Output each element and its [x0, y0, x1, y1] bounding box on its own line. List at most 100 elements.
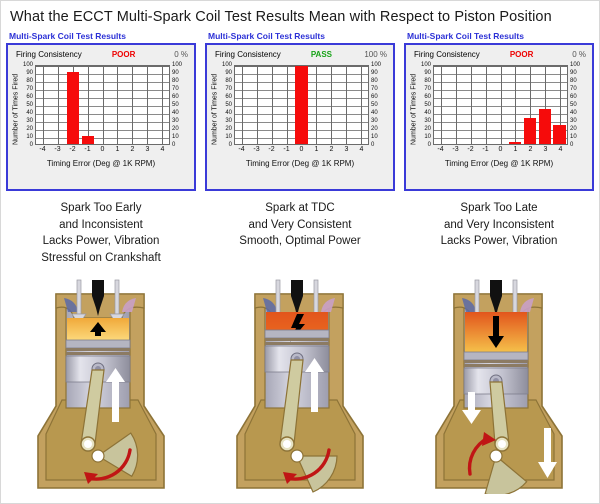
status-percent-3: 0 % [572, 50, 586, 59]
rotation-arrow-head-icon [84, 472, 98, 484]
bar-3 [538, 108, 552, 144]
y-tick-label: 40 [225, 110, 232, 116]
caption-line: Lacks Power, Vibration [42, 235, 160, 247]
y-tick-label: 30 [371, 118, 378, 124]
y-tick-label: 70 [371, 86, 378, 92]
chart-2-x-axis-label: Timing Error (Deg @ 1K RPM) [245, 159, 355, 168]
y-tick-label: 0 [371, 142, 375, 148]
y-tick-label: 90 [371, 70, 378, 76]
y-tick-label: 50 [570, 102, 577, 108]
crankshaft [484, 454, 528, 494]
chart-3-x-axis-label: Timing Error (Deg @ 1K RPM) [444, 159, 554, 168]
x-tick-label: 3 [543, 146, 548, 153]
y-tick-label: 90 [172, 70, 179, 76]
rod-bearing [498, 440, 506, 448]
crank-main-journal [290, 449, 304, 463]
exhaust-port [520, 298, 534, 312]
y-tick-label: 80 [570, 78, 577, 84]
y-tick-label: 70 [26, 86, 33, 92]
y-tick-label: 20 [570, 126, 577, 132]
status-badge-2: PASS [310, 50, 333, 59]
y-tick-label: 0 [29, 142, 33, 148]
y-tick-label: 100 [221, 62, 232, 68]
page-title: What the ECCT Multi-Spark Coil Test Resu… [10, 9, 552, 25]
y-tick-label: 70 [570, 86, 577, 92]
status-label-2: Firing Consistency [215, 50, 281, 59]
y-tick-label: 70 [225, 86, 232, 92]
status-percent-2: 100 % [364, 50, 387, 59]
y-tick-label: 0 [427, 142, 431, 148]
gridline-v [515, 66, 517, 144]
y-tick-label: 100 [172, 62, 183, 68]
caption-line: and Very Inconsistent [444, 218, 554, 231]
y-tick-label: 70 [424, 86, 431, 92]
x-tick-label: -3 [452, 146, 459, 153]
y-tick-label: 50 [172, 102, 179, 108]
status-badge-3: POOR [509, 50, 534, 59]
rod-bearing [84, 440, 92, 448]
caption-line: and Inconsistent [59, 218, 143, 231]
y-tick-label: 50 [371, 102, 378, 108]
crankcase [244, 399, 356, 481]
intake-port [64, 298, 78, 312]
y-tick-label: 0 [228, 142, 232, 148]
y-tick-label: 40 [371, 110, 378, 116]
caption-line: Spark Too Early [60, 202, 142, 214]
chart-3-plot-area [433, 65, 568, 145]
caption-line: Spark Too Late [460, 202, 538, 214]
caption-line: and Very Consistent [248, 218, 352, 231]
gridline-v [286, 66, 288, 144]
chart-1-x-axis-label: Timing Error (Deg @ 1K RPM) [46, 159, 156, 168]
bar-1 [509, 142, 522, 144]
gridline-v [102, 66, 104, 144]
chart-2-plot-area [234, 65, 369, 145]
y-tick-label: 30 [26, 118, 33, 124]
x-tick-label: -4 [437, 146, 444, 153]
y-tick-label: 80 [172, 78, 179, 84]
y-tick-label: 40 [26, 110, 33, 116]
rotation-arrow-head-icon [482, 432, 496, 446]
x-tick-label: 4 [160, 146, 165, 153]
y-tick-label: 90 [225, 70, 232, 76]
x-tick-label: 1 [513, 146, 518, 153]
gridline-v [500, 66, 502, 144]
status-row-1: Firing Consistency POOR 0 % [8, 45, 194, 59]
y-tick-label: 80 [424, 78, 431, 84]
gridline-v [132, 66, 134, 144]
y-tick-label: 10 [371, 134, 378, 140]
gridline-v [58, 66, 60, 144]
engine-diagram-3 [404, 278, 594, 494]
exhaust-port [122, 298, 136, 312]
gridline-v [146, 66, 148, 144]
status-percent-1: 0 % [174, 50, 188, 59]
x-tick-label: 2 [528, 146, 533, 153]
x-tick-label: 2 [130, 146, 135, 153]
engine-diagram-1 [6, 278, 196, 494]
y-tick-label: 20 [424, 126, 431, 132]
crankshaft [96, 432, 139, 478]
status-row-3: Firing Consistency POOR 0 % [406, 45, 592, 59]
engine-diagram-2 [205, 278, 395, 494]
panel-body-3: Firing Consistency POOR 0 % Number of Ti… [404, 43, 594, 191]
crankshaft [296, 455, 338, 493]
rotation-arrow-head-icon [283, 472, 297, 484]
y-tick-label: 80 [26, 78, 33, 84]
gridline-v [345, 66, 347, 144]
y-tick-label: 60 [424, 94, 431, 100]
combustion-arrow-down-icon [488, 316, 504, 348]
crankcase [45, 399, 157, 481]
test-results-panels: Multi-Spark Coil Test Results Firing Con… [1, 31, 599, 191]
x-tick-label: 4 [359, 146, 364, 153]
y-tick-label: 10 [26, 134, 33, 140]
y-tick-label: 100 [371, 62, 382, 68]
